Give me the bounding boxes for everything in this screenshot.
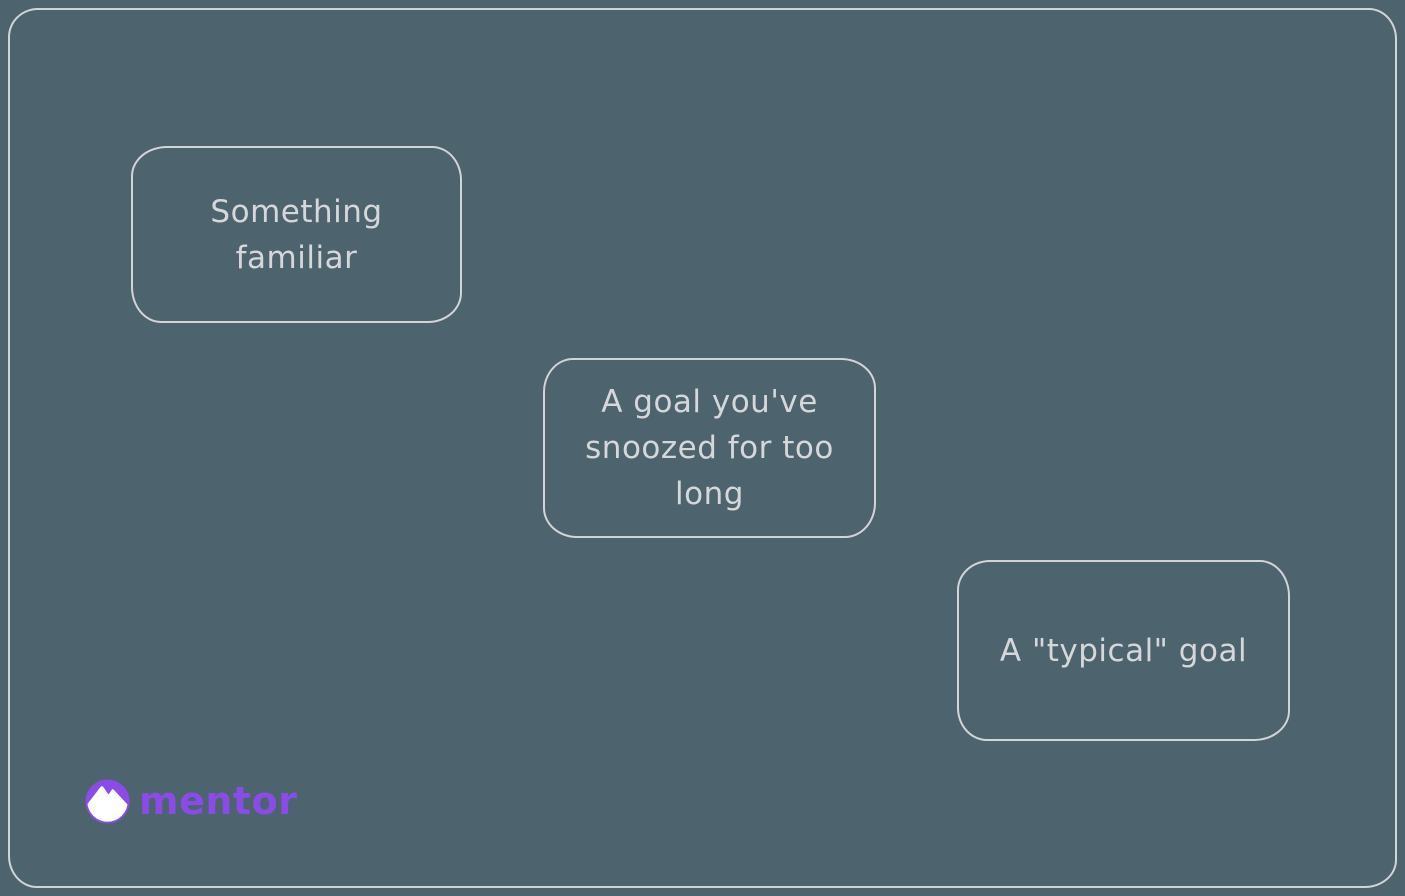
- mentor-logo: mentor: [85, 779, 297, 824]
- card-typical-goal[interactable]: A "typical" goal: [957, 560, 1290, 741]
- mountain-icon: [85, 779, 130, 824]
- card-something-familiar[interactable]: Something familiar: [131, 146, 462, 323]
- mentor-wordmark: mentor: [139, 779, 298, 823]
- card-snoozed-goal[interactable]: A goal you've snoozed for too long: [543, 358, 876, 538]
